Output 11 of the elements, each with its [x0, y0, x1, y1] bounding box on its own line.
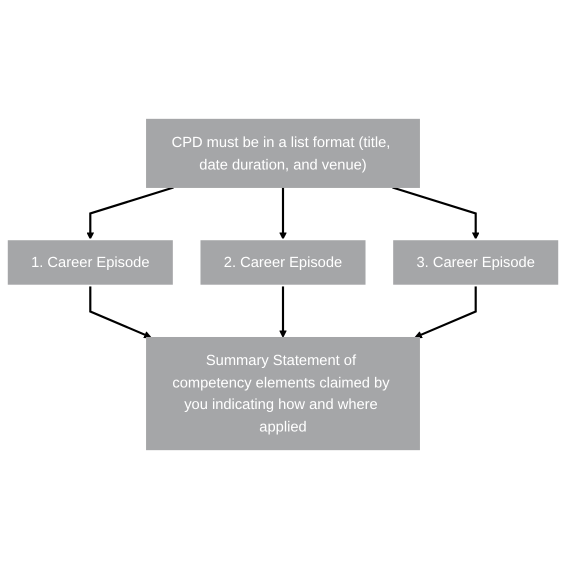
arrow — [392, 186, 480, 240]
arrow — [279, 286, 287, 338]
node-box: 3. Career Episode — [391, 238, 560, 286]
node-box: Summary Statement of competency elements claimed by you indicating how and where applied — [146, 336, 420, 450]
node-box: 2. Career Episode — [198, 238, 368, 286]
node-box: CPD must be in a list format (title, date duration, and venue) — [146, 118, 420, 188]
arrow — [414, 286, 477, 338]
node-box: 1. Career Episode — [6, 238, 175, 286]
arrow — [279, 188, 287, 240]
arrow — [89, 286, 152, 338]
arrow — [86, 186, 174, 240]
